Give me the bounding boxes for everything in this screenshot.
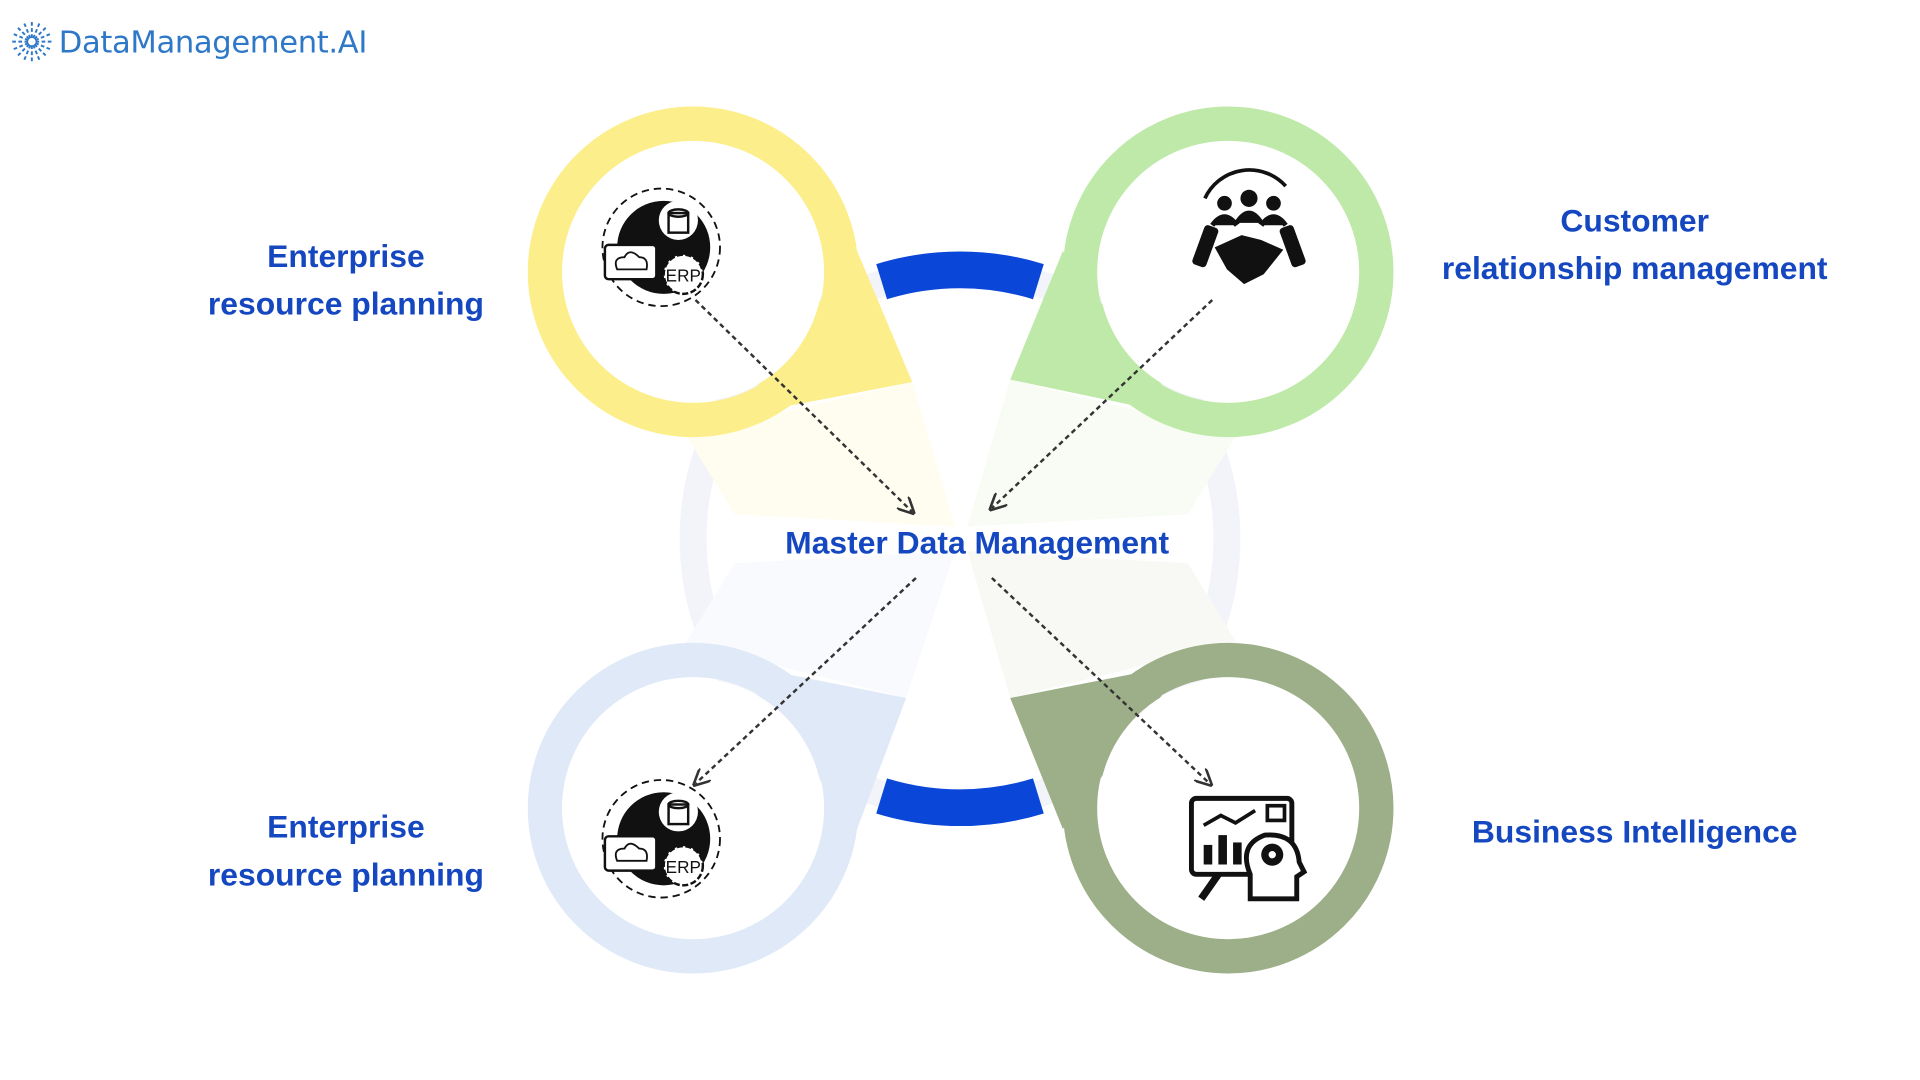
wedge-top-left: [685, 382, 956, 527]
label-bi: Business Intelligence: [1408, 808, 1861, 856]
ring-circle: [527, 106, 859, 438]
handshake-team-icon: [1192, 168, 1306, 285]
arrow-erp-to-mdm: [694, 299, 913, 512]
label-erp-bottom: Enterprise resource planning: [159, 803, 532, 899]
ring-inner: [1098, 142, 1358, 402]
wedge-top-right: [967, 379, 1237, 527]
label-erp-top: Enterprise resource planning: [159, 233, 532, 329]
svg-text:ERP: ERP: [666, 266, 701, 286]
label-line: Customer: [1560, 202, 1710, 239]
ring-circle: [527, 642, 859, 974]
label-mdm: Master Data Management: [785, 524, 1170, 561]
analytics-head-icon: [1188, 795, 1308, 902]
ring-circle: [1062, 106, 1394, 438]
arrow-mdm-to-bi: [991, 577, 1210, 784]
label-crm: Customer relationship management: [1408, 197, 1861, 293]
label-line: resource planning: [207, 855, 484, 893]
wedge-bottom-left: [685, 551, 956, 698]
arrow-mdm-to-erp: [696, 577, 917, 784]
arrow-crm-to-mdm: [992, 299, 1214, 508]
ring-inner: [1098, 678, 1358, 938]
ring-circle: [1062, 642, 1394, 974]
connector-bottom: [876, 778, 1044, 827]
erp-icon: ERP: [601, 187, 721, 308]
label-line: relationship management: [1441, 249, 1828, 287]
connector-top: [876, 251, 1044, 300]
ring-top-left: [527, 106, 913, 438]
ring-top-right: [1010, 106, 1394, 438]
label-line: Business Intelligence: [1471, 813, 1798, 850]
svg-text:ERP: ERP: [666, 857, 701, 877]
label-line: Enterprise: [267, 237, 425, 275]
logo: DataManagement.AI: [10, 20, 367, 64]
logo-text: DataManagement.AI: [58, 23, 368, 60]
label-line: resource planning: [207, 285, 484, 323]
label-line: Enterprise: [267, 808, 425, 845]
ring-bottom-left: [527, 642, 907, 974]
wedge-bottom-right: [967, 551, 1237, 698]
starburst-icon: [12, 22, 52, 62]
erp-icon: ERP: [601, 779, 721, 899]
